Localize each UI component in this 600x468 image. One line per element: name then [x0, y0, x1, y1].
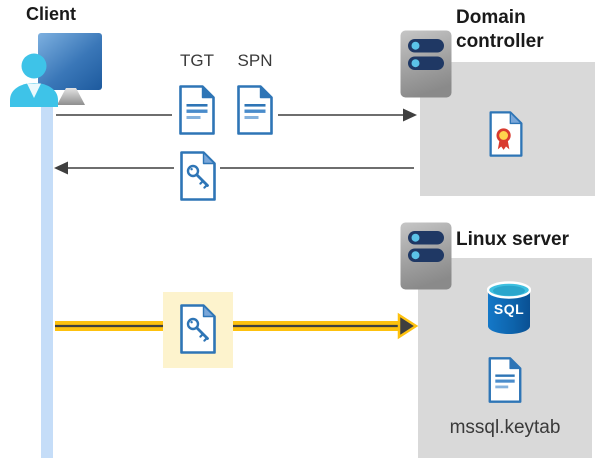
user-icon: [10, 53, 58, 107]
key-file-icon: [180, 151, 216, 201]
sql-database-icon: SQL: [486, 281, 532, 334]
sql-label: SQL: [493, 301, 525, 317]
spn-label: SPN: [237, 51, 273, 70]
client-timeline-bar: [41, 85, 53, 458]
highlighted-key-file-icon: [180, 304, 216, 354]
linux-server-icon: [400, 222, 452, 290]
tgt-label: TGT: [180, 51, 214, 70]
client-label: Client: [26, 4, 77, 24]
tgt-document-icon: [179, 85, 215, 135]
linux-server-label: Linux server: [456, 229, 569, 250]
request-arrow: [56, 108, 417, 122]
certificate-icon: [489, 111, 523, 157]
monitor-stand-icon: [57, 88, 85, 105]
spn-document-icon: [237, 85, 273, 135]
monitor-icon: [38, 33, 102, 90]
response-arrow: [54, 161, 414, 175]
keytab-transfer-arrow: [55, 312, 419, 340]
keytab-label: mssql.keytab: [449, 417, 561, 438]
keytab-document-icon: [488, 357, 522, 403]
domain-controller-label: Domain controller: [456, 7, 544, 52]
domain-controller-server-icon: [400, 30, 452, 98]
